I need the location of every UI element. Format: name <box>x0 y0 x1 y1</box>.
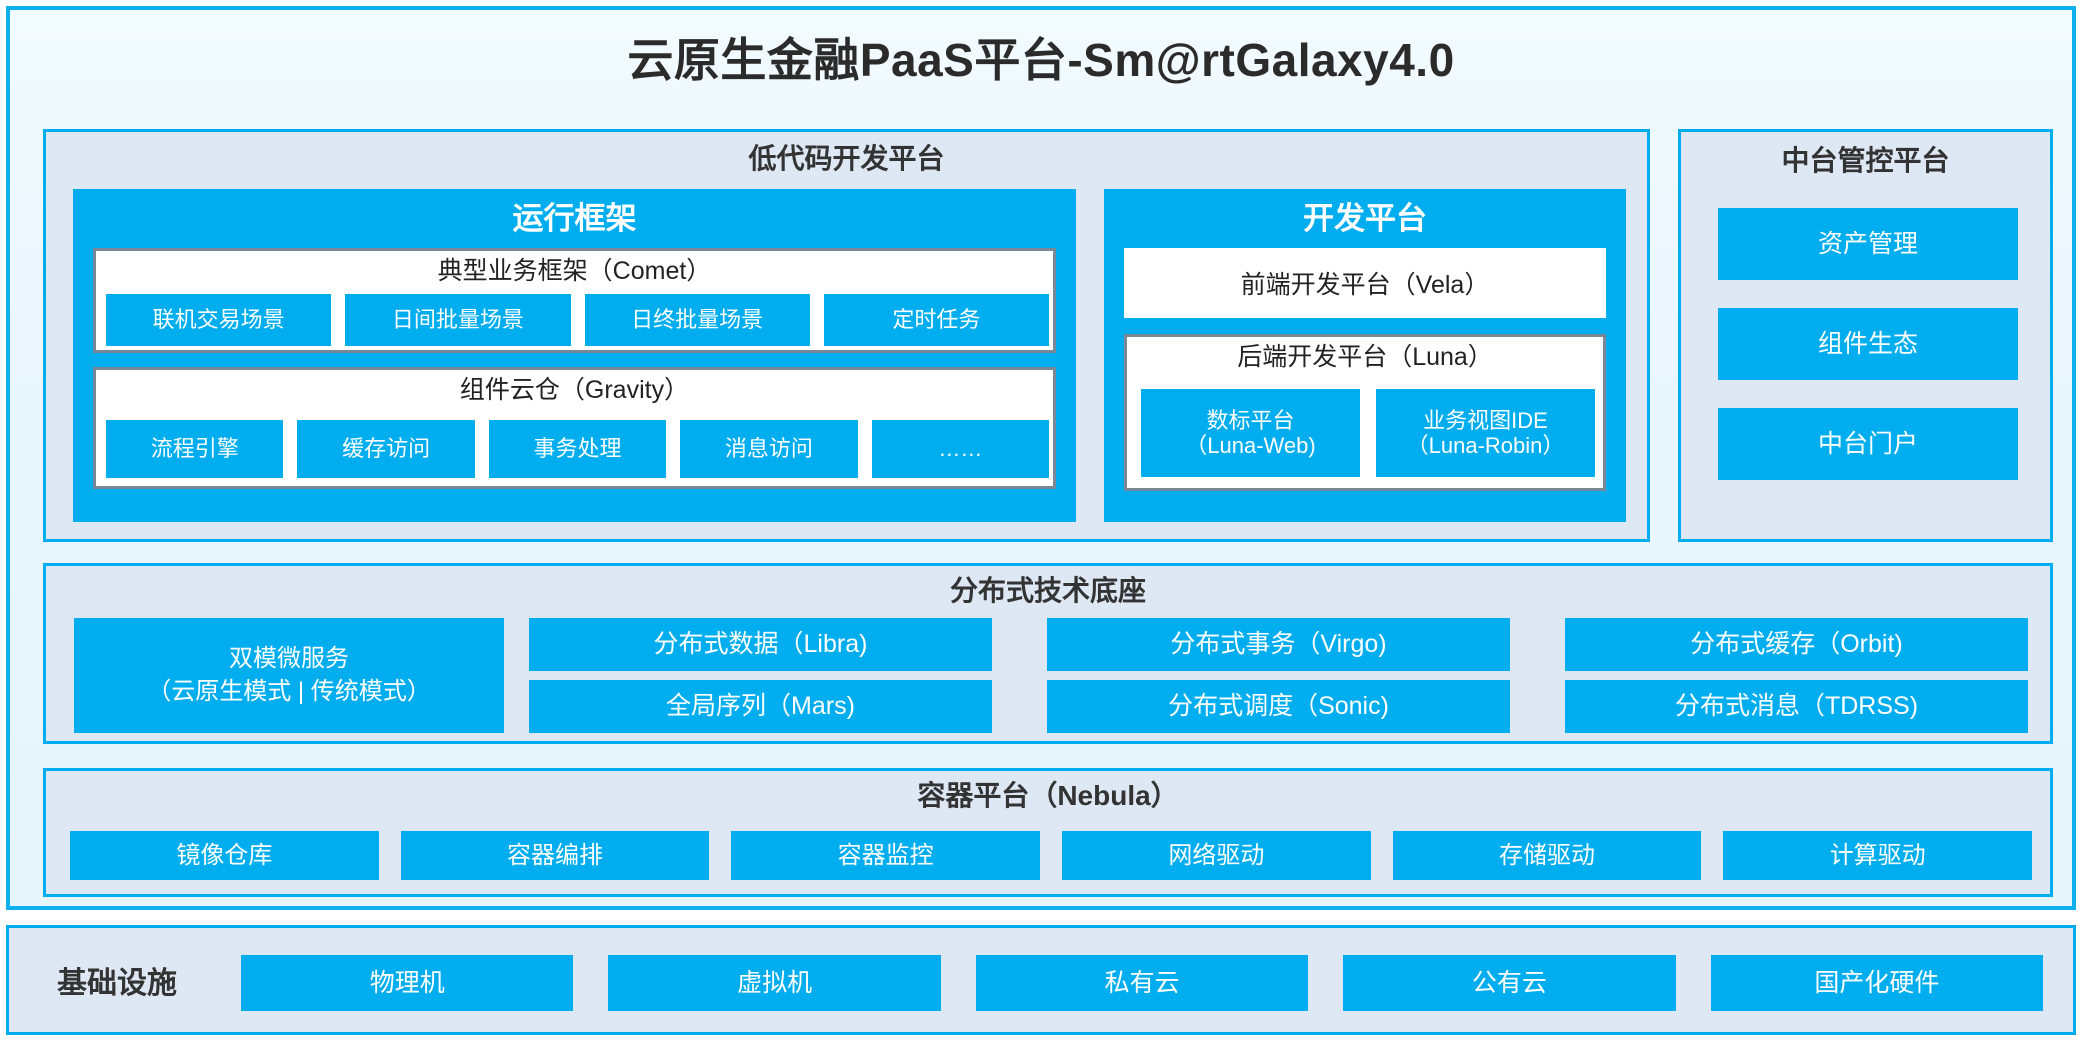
gravity-item[interactable]: 事务处理 <box>488 420 667 478</box>
platform-frame: 云原生金融PaaS平台-Sm@rtGalaxy4.0 低代码开发平台 运行框架 … <box>6 6 2076 910</box>
backend-platform-luna-box: 后端开发平台（Luna） 数标平台 （Luna-Web) 业务视图IDE （Lu… <box>1124 334 1606 491</box>
gravity-title: 组件云仓（Gravity） <box>459 376 690 404</box>
development-platform-card: 开发平台 前端开发平台（Vela） 后端开发平台（Luna） 数标平台 （Lun… <box>1104 189 1626 522</box>
gravity-item-more[interactable]: …… <box>871 420 1050 478</box>
distributed-tech-base-section: 分布式技术底座 双模微服务 （云原生模式 | 传统模式） 分布式数据（Libra… <box>43 563 2053 744</box>
luna-item-line1: 业务视图IDE <box>1423 407 1548 433</box>
gravity-item-list: 流程引擎 缓存访问 事务处理 消息访问 …… <box>106 420 1050 478</box>
control-item-asset-management[interactable]: 资产管理 <box>1718 208 2018 280</box>
luna-item-line2: （Luna-Robin） <box>1406 433 1565 458</box>
infra-item-virtual-machine[interactable]: 虚拟机 <box>608 955 941 1011</box>
tech-item-libra[interactable]: 分布式数据（Libra) <box>529 618 992 671</box>
comet-item[interactable]: 联机交易场景 <box>106 294 332 346</box>
comet-item[interactable]: 日间批量场景 <box>345 294 571 346</box>
infra-item-domestic-hardware[interactable]: 国产化硬件 <box>1710 955 2044 1011</box>
gravity-item[interactable]: 缓存访问 <box>297 420 475 478</box>
comet-item[interactable]: 定时任务 <box>823 294 1049 346</box>
tech-item-virgo[interactable]: 分布式事务（Virgo) <box>1047 618 1510 671</box>
control-item-portal[interactable]: 中台门户 <box>1718 408 2018 480</box>
runtime-framework-title: 运行框架 <box>512 201 637 236</box>
development-platform-title: 开发平台 <box>1303 201 1427 236</box>
dual-mode-line2: （云原生模式 | 传统模式） <box>147 677 431 705</box>
infrastructure-label: 基础设施 <box>57 967 177 1000</box>
container-platform-section: 容器平台（Nebula） 镜像仓库 容器编排 容器监控 网络驱动 存储驱动 计算… <box>43 768 2053 897</box>
infra-item-public-cloud[interactable]: 公有云 <box>1343 955 1676 1011</box>
comet-item-list: 联机交易场景 日间批量场景 日终批量场景 定时任务 <box>106 294 1049 346</box>
container-item-storage-driver[interactable]: 存储驱动 <box>1392 831 1702 880</box>
runtime-framework-card: 运行框架 典型业务框架（Comet） 联机交易场景 日间批量场景 日终批量场景 … <box>73 189 1076 522</box>
luna-item-line1: 数标平台 <box>1206 407 1295 433</box>
tech-item-mars[interactable]: 全局序列（Mars) <box>529 680 992 733</box>
distributed-tech-item-grid: 分布式数据（Libra) 分布式事务（Virgo) 分布式缓存（Orbit) 全… <box>529 618 2028 733</box>
container-item-monitoring[interactable]: 容器监控 <box>731 831 1041 880</box>
lowcode-platform-title: 低代码开发平台 <box>748 143 945 174</box>
container-platform-item-list: 镜像仓库 容器编排 容器监控 网络驱动 存储驱动 计算驱动 <box>70 831 2033 880</box>
luna-item-list: 数标平台 （Luna-Web) 业务视图IDE （Luna-Robin） <box>1141 389 1595 477</box>
tech-item-orbit[interactable]: 分布式缓存（Orbit) <box>1565 618 2028 671</box>
control-platform-section: 中台管控平台 资产管理 组件生态 中台门户 <box>1678 129 2053 542</box>
luna-item-luna-robin[interactable]: 业务视图IDE （Luna-Robin） <box>1376 389 1595 477</box>
lowcode-platform-section: 低代码开发平台 运行框架 典型业务框架（Comet） 联机交易场景 日间批量场景… <box>43 129 1650 542</box>
luna-item-luna-web[interactable]: 数标平台 （Luna-Web) <box>1141 389 1360 477</box>
page-title: 云原生金融PaaS平台-Sm@rtGalaxy4.0 <box>627 34 1455 86</box>
comet-title: 典型业务框架（Comet） <box>437 257 712 285</box>
container-item-orchestration[interactable]: 容器编排 <box>400 831 710 880</box>
distributed-tech-base-title: 分布式技术底座 <box>949 575 1146 606</box>
control-item-component-ecosystem[interactable]: 组件生态 <box>1718 308 2018 380</box>
tech-item-tdrss[interactable]: 分布式消息（TDRSS) <box>1565 680 2028 733</box>
infrastructure-item-list: 物理机 虚拟机 私有云 公有云 国产化硬件 <box>241 955 2044 1011</box>
gravity-box: 组件云仓（Gravity） 流程引擎 缓存访问 事务处理 消息访问 …… <box>93 367 1056 489</box>
comet-item[interactable]: 日终批量场景 <box>584 294 810 346</box>
container-item-image-repository[interactable]: 镜像仓库 <box>70 831 379 880</box>
control-platform-title: 中台管控平台 <box>1781 145 1950 176</box>
dual-mode-microservice[interactable]: 双模微服务 （云原生模式 | 传统模式） <box>74 618 504 733</box>
tech-item-sonic[interactable]: 分布式调度（Sonic) <box>1047 680 1510 733</box>
dual-mode-line1: 双模微服务 <box>229 645 349 673</box>
comet-box: 典型业务框架（Comet） 联机交易场景 日间批量场景 日终批量场景 定时任务 <box>93 248 1056 353</box>
infra-item-physical-machine[interactable]: 物理机 <box>241 955 574 1011</box>
gravity-item[interactable]: 消息访问 <box>680 420 858 478</box>
container-item-network-driver[interactable]: 网络驱动 <box>1062 831 1371 880</box>
luna-item-line2: （Luna-Web) <box>1185 433 1316 458</box>
distributed-tech-base-body: 双模微服务 （云原生模式 | 传统模式） 分布式数据（Libra) 分布式事务（… <box>74 618 2028 733</box>
backend-platform-luna-title: 后端开发平台（Luna） <box>1237 343 1493 371</box>
container-item-compute-driver[interactable]: 计算驱动 <box>1723 831 2033 880</box>
frontend-platform-vela[interactable]: 前端开发平台（Vela） <box>1124 248 1606 318</box>
gravity-item[interactable]: 流程引擎 <box>106 420 284 478</box>
infra-item-private-cloud[interactable]: 私有云 <box>975 955 1309 1011</box>
infrastructure-section: 基础设施 物理机 虚拟机 私有云 公有云 国产化硬件 <box>6 925 2076 1035</box>
container-platform-title: 容器平台（Nebula） <box>917 780 1179 811</box>
control-platform-item-list: 资产管理 组件生态 中台门户 <box>1718 208 2018 508</box>
